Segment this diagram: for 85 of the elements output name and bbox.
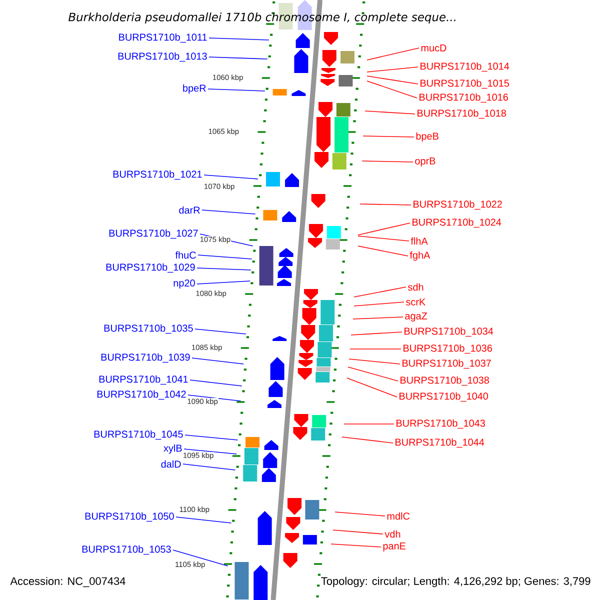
leader-line	[342, 436, 394, 444]
leader-line	[362, 136, 414, 138]
gene-label: sdh	[408, 283, 424, 291]
leader-line	[184, 434, 238, 440]
gene-label: fghA	[410, 251, 430, 261]
gene-label: scrK	[406, 298, 426, 306]
leader-line	[354, 286, 406, 298]
gene-label: BURPS1710b_1034	[404, 327, 494, 337]
gene-label: BURPS1710b_1041	[99, 375, 188, 385]
gene-label: vdh	[384, 530, 400, 538]
gene-label: dalD	[161, 460, 181, 468]
accession-text: Accession: NC_007434	[10, 576, 126, 588]
map-title: Burkholderia pseudomallei 1710b chromosome I, complete seque...	[68, 12, 456, 24]
gene-label: fhuC	[175, 251, 196, 259]
leader-line	[354, 302, 404, 306]
leader-line	[350, 348, 402, 350]
leader-line	[348, 366, 398, 382]
gene-label: BURPS1710b_1016	[420, 93, 508, 103]
gene-label: xylB	[164, 444, 182, 454]
leader-line	[182, 464, 236, 470]
gene-label: oprB	[415, 158, 436, 166]
gene-label: BURPS1710b_1011	[119, 33, 207, 43]
leader-line	[194, 328, 246, 334]
gene-label: BURPS1710b_1050	[85, 512, 174, 522]
leader-line	[208, 38, 270, 40]
leader-line	[360, 204, 412, 206]
leader-line	[358, 236, 410, 242]
leader-line	[172, 550, 228, 566]
leader-line	[352, 316, 404, 320]
gene-label: bpeB	[416, 132, 438, 142]
leader-line	[196, 280, 250, 284]
gene-label: BURPS1710b_1042	[97, 390, 186, 400]
leader-line	[358, 222, 410, 236]
gene-label: BURPS1710b_1022	[414, 200, 502, 210]
leader-line	[188, 394, 242, 402]
gene-label: np20	[174, 280, 195, 288]
leader-line	[184, 448, 237, 454]
gene-label: BURPS1710b_1045	[94, 430, 183, 440]
gene-label: panE	[383, 542, 406, 552]
leader-line	[346, 378, 398, 398]
gene-label: BURPS1710b_1021	[113, 170, 202, 180]
leader-line	[208, 88, 266, 92]
gene-label: BURPS1710b_1013	[118, 52, 207, 62]
gene-label: BURPS1710b_1036	[404, 344, 492, 354]
leader-line	[348, 358, 400, 364]
gene-label: BURPS1710b_1037	[402, 359, 491, 369]
gene-label: agaZ	[405, 312, 428, 322]
leader-line	[366, 66, 418, 72]
leader-line	[366, 48, 420, 60]
gene-label: BURPS1710b_1027	[109, 229, 198, 239]
gene-label: BURPS1710b_1018	[418, 109, 506, 119]
leader-line	[358, 246, 408, 256]
gene-label: BURPS1710b_1015	[420, 79, 509, 89]
gene-label: BURPS1710b_1029	[106, 263, 195, 273]
gene-label: BURPS1710b_1024	[412, 218, 502, 228]
gene-label: BURPS1710b_1038	[400, 376, 489, 386]
leader-line	[196, 268, 252, 270]
leader-line	[208, 56, 268, 60]
gene-label: darR	[179, 206, 200, 214]
gene-label: BURPS1710b_1043	[396, 419, 485, 429]
gene-label: mdlC	[387, 512, 410, 520]
leader-line	[176, 516, 232, 524]
gene-label: BURPS1710b_1039	[101, 353, 190, 363]
leader-line	[362, 160, 414, 162]
leader-line	[366, 76, 418, 84]
gene-label: flhA	[410, 237, 428, 245]
leader-line	[334, 512, 386, 516]
gene-label: BURPS1710b_1035	[104, 324, 193, 334]
leader-line	[204, 174, 258, 180]
gene-label: bpeR	[183, 84, 206, 94]
leader-line	[190, 380, 242, 386]
gene-label: BURPS1710b_1040	[400, 392, 488, 402]
gene-label: BURPS1710b_1044	[396, 438, 484, 448]
leader-line	[192, 358, 244, 364]
gene-label: BURPS1710b_1014	[420, 62, 510, 72]
leader-line	[330, 544, 382, 548]
leader-line	[332, 530, 384, 534]
leader-line	[364, 110, 416, 114]
leader-line	[366, 80, 418, 98]
genome-info-text: Topology: circular; Length: 4,126,292 bp; Genes: 3,799	[321, 576, 590, 588]
leader-line	[202, 210, 256, 214]
leader-line	[350, 332, 402, 336]
gene-label: mucD	[421, 44, 446, 52]
gene-label: BURPS1710b_1053	[82, 545, 171, 555]
leader-line	[198, 254, 252, 260]
